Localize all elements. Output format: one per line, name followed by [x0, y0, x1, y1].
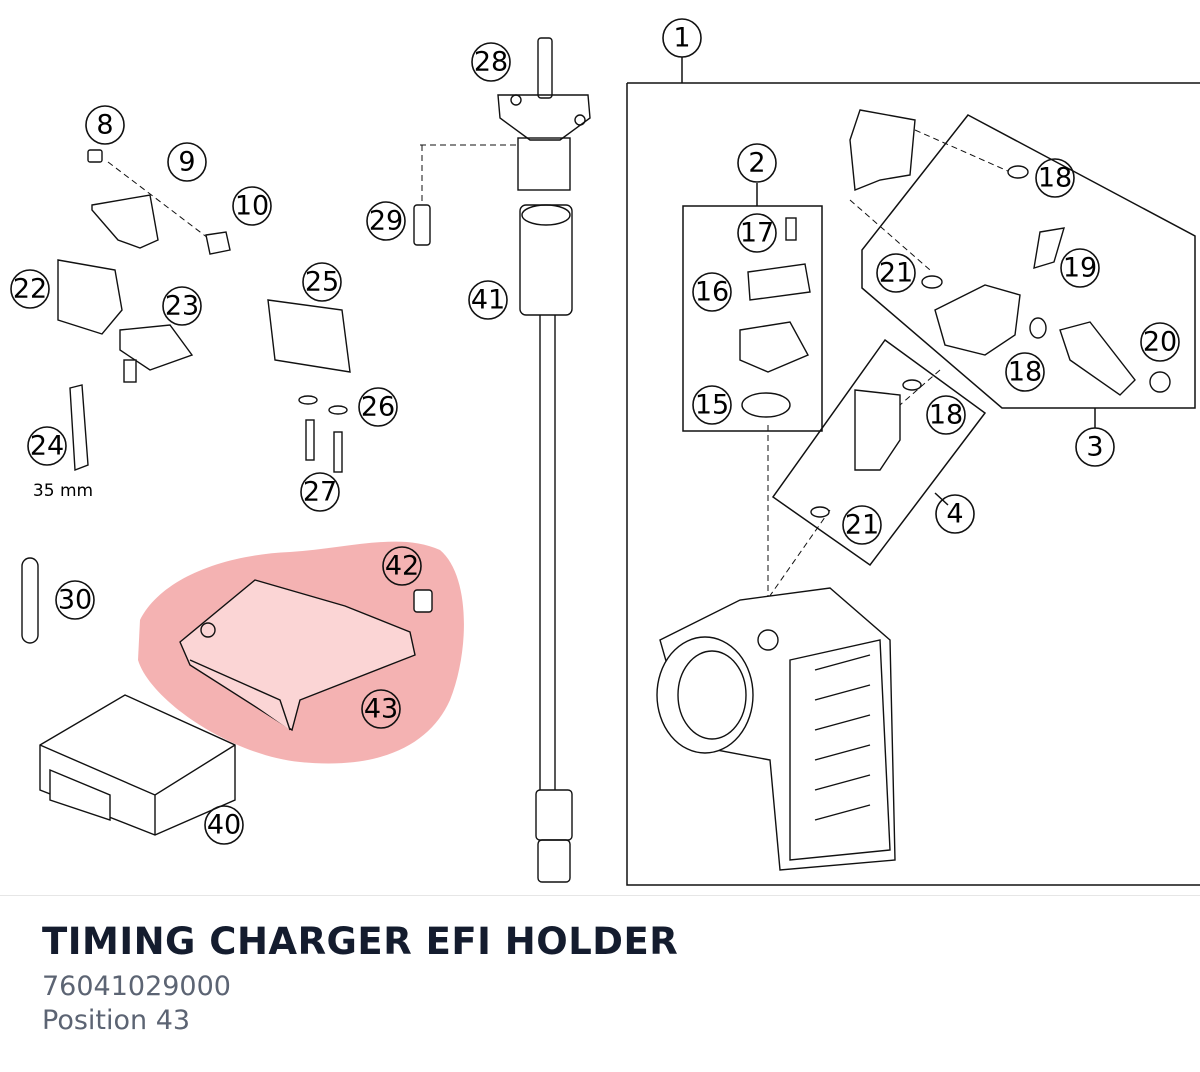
callout-43: 43 [364, 694, 398, 725]
callout-18-a: 18 [1038, 163, 1072, 194]
injector-parts [739, 109, 1171, 518]
part-43-holder [179, 579, 416, 732]
callout-30: 30 [58, 585, 92, 616]
callout-10: 10 [235, 191, 269, 222]
callout-18-c: 18 [929, 400, 963, 431]
callout-26: 26 [361, 392, 395, 423]
assembly-lines [107, 129, 1011, 640]
callout-24: 24 [30, 431, 64, 462]
small-parts [21, 149, 433, 644]
callout-28: 28 [474, 47, 508, 78]
harness-cable [497, 37, 591, 883]
callout-27: 27 [303, 477, 337, 508]
callout-41: 41 [471, 285, 505, 316]
part-40-ecu [39, 694, 236, 836]
callout-22: 22 [13, 274, 47, 305]
callout-2: 2 [748, 148, 765, 179]
callout-15: 15 [695, 390, 729, 421]
throttle-body [656, 587, 896, 871]
callout-18-b: 18 [1008, 357, 1042, 388]
part-number: 76041029000 [42, 971, 231, 1002]
callout-20: 20 [1143, 327, 1177, 358]
dimension-label: 35 mm [33, 481, 93, 501]
callout-9: 9 [178, 147, 195, 178]
part-title: TIMING CHARGER EFI HOLDER [42, 920, 679, 963]
callout-29: 29 [369, 206, 403, 237]
caption-divider [0, 895, 1200, 896]
callouts [10, 18, 1180, 845]
callout-labels: 1 2 3 4 8 9 10 15 16 17 18 18 18 19 20 2… [13, 23, 1177, 841]
callout-16: 16 [695, 277, 729, 308]
exploded-parts-diagram: 35 mm 1 2 3 4 8 [10, 18, 1200, 886]
assembly-frames [626, 57, 1200, 886]
callout-3: 3 [1086, 432, 1103, 463]
part-caption: TIMING CHARGER EFI HOLDER 76041029000 Po… [42, 918, 678, 1038]
callout-21-b: 21 [845, 510, 879, 541]
callout-8: 8 [96, 110, 113, 141]
callout-42: 42 [385, 551, 419, 582]
callout-21-a: 21 [879, 258, 913, 289]
callout-19: 19 [1063, 253, 1097, 284]
callout-1: 1 [673, 23, 690, 54]
callout-17: 17 [740, 218, 774, 249]
part-position: Position 43 [42, 1005, 191, 1036]
callout-23: 23 [165, 291, 199, 322]
callout-4: 4 [946, 499, 963, 530]
callout-25: 25 [305, 267, 339, 298]
callout-40: 40 [207, 810, 241, 841]
